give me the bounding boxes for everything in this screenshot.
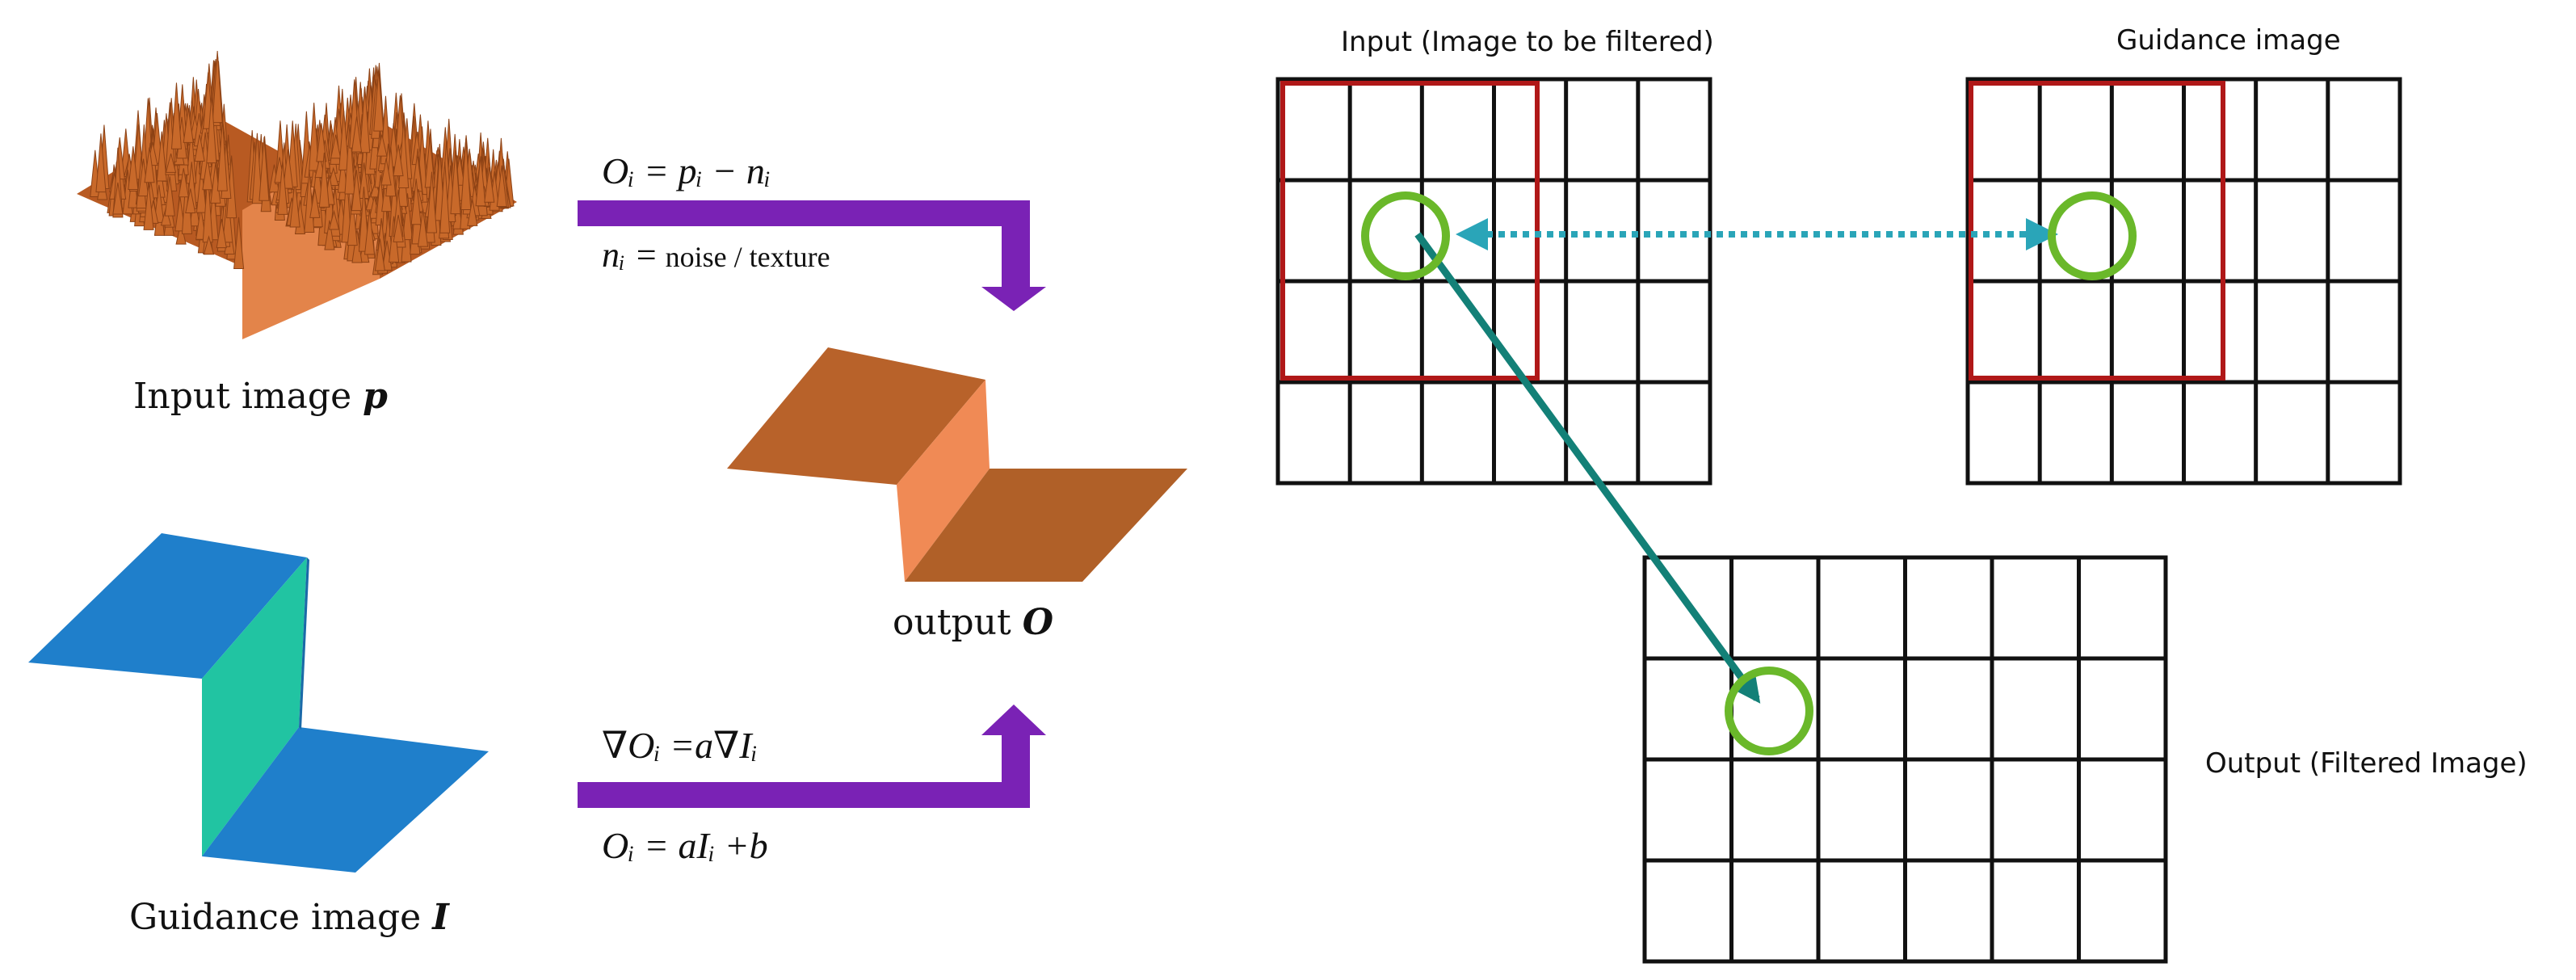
noise-spike bbox=[128, 146, 139, 191]
noise-spike bbox=[393, 144, 404, 177]
noise-spike bbox=[289, 181, 300, 228]
noise-spike bbox=[450, 149, 461, 215]
noise-spike bbox=[496, 165, 507, 207]
noise-spike bbox=[484, 166, 495, 203]
noise-spike bbox=[330, 134, 342, 159]
guidance-caption-text: Guidance image bbox=[129, 897, 433, 938]
guidance-grid-title: Guidance image bbox=[2116, 24, 2341, 57]
input-pixel-circle bbox=[1361, 191, 1450, 280]
output-grid bbox=[1642, 555, 2168, 964]
noise-spike bbox=[328, 166, 339, 187]
noise-spike bbox=[393, 214, 404, 242]
noisy-input-surface bbox=[77, 51, 517, 339]
noise-spike bbox=[426, 171, 438, 233]
noise-spike bbox=[318, 152, 330, 208]
noise-spike bbox=[203, 235, 215, 255]
noise-spike bbox=[309, 188, 321, 218]
noise-spike bbox=[183, 108, 194, 143]
noise-spike bbox=[258, 137, 270, 201]
noise-spike bbox=[216, 218, 227, 249]
noise-spike bbox=[165, 154, 177, 173]
noise-spike bbox=[338, 110, 350, 170]
noise-spike bbox=[143, 183, 154, 230]
noise-spike bbox=[358, 187, 369, 252]
output-caption: output O bbox=[893, 602, 1053, 643]
noise-spike bbox=[328, 209, 340, 230]
noise-spike bbox=[337, 154, 348, 193]
noise-spike bbox=[401, 193, 414, 241]
noise-spike bbox=[316, 123, 327, 162]
noise-spike bbox=[202, 158, 213, 191]
noise-spike bbox=[112, 182, 124, 215]
noise-spike bbox=[347, 197, 358, 246]
noise-spike bbox=[174, 196, 186, 232]
output-pixel-circle bbox=[1725, 667, 1813, 755]
input-image-caption: Input image p bbox=[133, 376, 388, 417]
noise-spike bbox=[417, 208, 429, 247]
equation-linear-model: Oᵢ = aIᵢ +b bbox=[602, 825, 768, 866]
purple-arrow-up bbox=[578, 705, 1046, 808]
noise-spike bbox=[170, 82, 183, 149]
noise-spike bbox=[359, 86, 371, 154]
noise-spike bbox=[144, 147, 155, 183]
noise-spike bbox=[251, 132, 263, 204]
noise-spike bbox=[212, 51, 223, 124]
noise-spike bbox=[475, 156, 486, 207]
noise-spike bbox=[309, 103, 320, 171]
noise-spike bbox=[206, 95, 217, 164]
noise-spike bbox=[95, 133, 107, 193]
noise-spike bbox=[439, 162, 451, 233]
noise-spike bbox=[460, 138, 472, 210]
output-caption-symbol: O bbox=[1022, 602, 1054, 643]
purple-arrow-down bbox=[578, 200, 1046, 311]
eq-noise-lhs: nᵢ = bbox=[602, 235, 658, 275]
input-window-box bbox=[1280, 81, 1540, 381]
noise-spike bbox=[282, 149, 294, 189]
noise-spike bbox=[363, 209, 376, 255]
eq-noise-rhs: noise / texture bbox=[658, 241, 830, 273]
noise-spike bbox=[324, 220, 335, 250]
noise-spike bbox=[178, 168, 189, 198]
noise-spike bbox=[410, 179, 422, 225]
guidance-pixel-circle bbox=[2048, 191, 2137, 280]
input-caption-text: Input image bbox=[133, 376, 363, 417]
output-caption-text: output bbox=[893, 602, 1023, 643]
equation-output-noise: Oᵢ = pᵢ − nᵢ bbox=[602, 150, 771, 191]
input-grid-title: Input (Image to be filtered) bbox=[1341, 26, 1714, 58]
guidance-image-caption: Guidance image I bbox=[129, 897, 449, 938]
guidance-grid bbox=[1965, 77, 2402, 486]
noise-spike bbox=[160, 205, 172, 226]
noise-spike bbox=[216, 120, 228, 191]
noise-spike bbox=[341, 175, 352, 243]
filter-output-arrow bbox=[1414, 232, 1761, 704]
noise-spike bbox=[156, 131, 167, 182]
output-surface bbox=[727, 347, 1187, 582]
equation-noise-definition: nᵢ = noise / texture bbox=[602, 234, 830, 275]
noise-spike bbox=[380, 158, 392, 186]
noise-spike bbox=[467, 199, 478, 226]
noise-spike bbox=[374, 238, 385, 271]
noise-spike bbox=[376, 134, 388, 157]
noise-spike bbox=[277, 161, 288, 215]
noise-spike bbox=[153, 184, 165, 223]
noise-spike bbox=[233, 217, 245, 269]
guidance-surface bbox=[28, 533, 489, 873]
input-grid bbox=[1275, 77, 1712, 486]
guidance-caption-symbol: I bbox=[432, 897, 449, 938]
noise-spike bbox=[185, 188, 196, 213]
noise-spike bbox=[194, 134, 205, 162]
input-caption-symbol: p bbox=[363, 376, 388, 417]
noise-spike bbox=[351, 170, 362, 212]
noise-spike bbox=[344, 124, 355, 195]
noise-spike bbox=[373, 70, 385, 132]
output-grid-title: Output (Filtered Image) bbox=[2205, 747, 2528, 780]
noise-spike bbox=[164, 176, 175, 217]
noise-spike bbox=[351, 116, 363, 153]
equation-gradient: ∇Oᵢ =a∇Iᵢ bbox=[602, 725, 758, 766]
noise-spike bbox=[195, 207, 207, 240]
